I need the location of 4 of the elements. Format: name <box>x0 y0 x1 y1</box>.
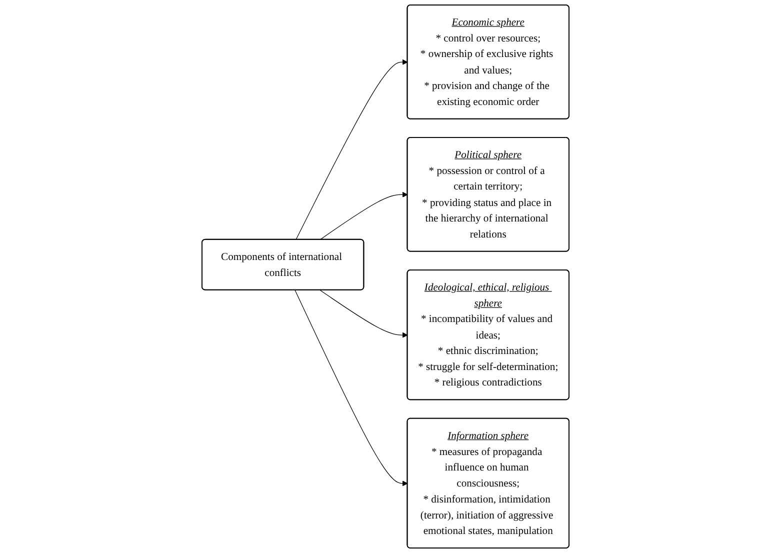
arrow <box>296 59 408 240</box>
arrow <box>320 192 408 240</box>
arrow <box>320 290 408 338</box>
arrow <box>294 290 408 486</box>
